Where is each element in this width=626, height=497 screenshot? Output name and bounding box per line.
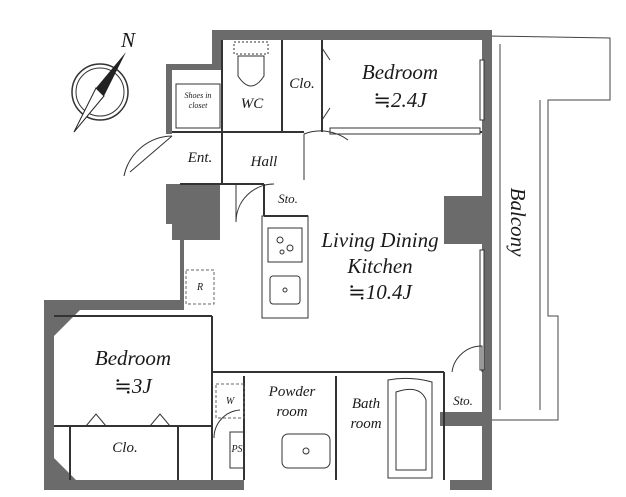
closet-top-label: Clo. [289, 76, 315, 92]
refrigerator-space [185, 269, 215, 305]
ldk-size: ≒10.4J [348, 280, 412, 304]
shoes-closet-line1: Shoes in [184, 91, 212, 100]
powder-room-line2: room [276, 404, 308, 420]
outer-walls [44, 30, 492, 490]
compass-icon [71, 52, 129, 133]
bedroom-top-size: ≒2.4J [373, 88, 427, 112]
wc-label: WC [240, 96, 264, 112]
shoes-closet-line2: closet [188, 101, 208, 110]
toilet [233, 41, 269, 87]
bedroom-bottom-size: ≒3J [114, 374, 152, 398]
hall-label: Hall [250, 154, 278, 170]
bath-room-line1: Bath [351, 396, 381, 412]
ldk-line2: Kitchen [347, 254, 413, 278]
windows [329, 59, 485, 371]
balcony-outline [489, 35, 611, 421]
washer-space [215, 383, 245, 419]
washer-label: W [225, 396, 235, 407]
storage-hall-label: Sto. [278, 191, 298, 206]
bathtub [387, 377, 433, 479]
pipe-space-box [229, 431, 245, 469]
bedroom-top-name: Bedroom [361, 60, 439, 84]
closet-bottom-label: Clo. [112, 440, 138, 456]
storage-bath-label: Sto. [453, 393, 473, 408]
compass-north-label: N [120, 28, 135, 52]
balcony-label: Balcony [506, 187, 531, 257]
kitchen-counter [261, 215, 309, 319]
door-swings [85, 47, 483, 439]
ldk-line1: Living Dining [321, 228, 439, 252]
structural-column [444, 196, 482, 244]
sink [281, 433, 331, 469]
pipe-space-label: PS [231, 444, 243, 455]
powder-room-line1: Powder [268, 384, 316, 400]
refrigerator-label: R [196, 282, 204, 293]
bedroom-bottom-name: Bedroom [94, 346, 172, 370]
entrance-label: Ent. [187, 150, 213, 166]
bath-room-line2: room [350, 416, 382, 432]
shoes-closet-box [175, 83, 221, 129]
